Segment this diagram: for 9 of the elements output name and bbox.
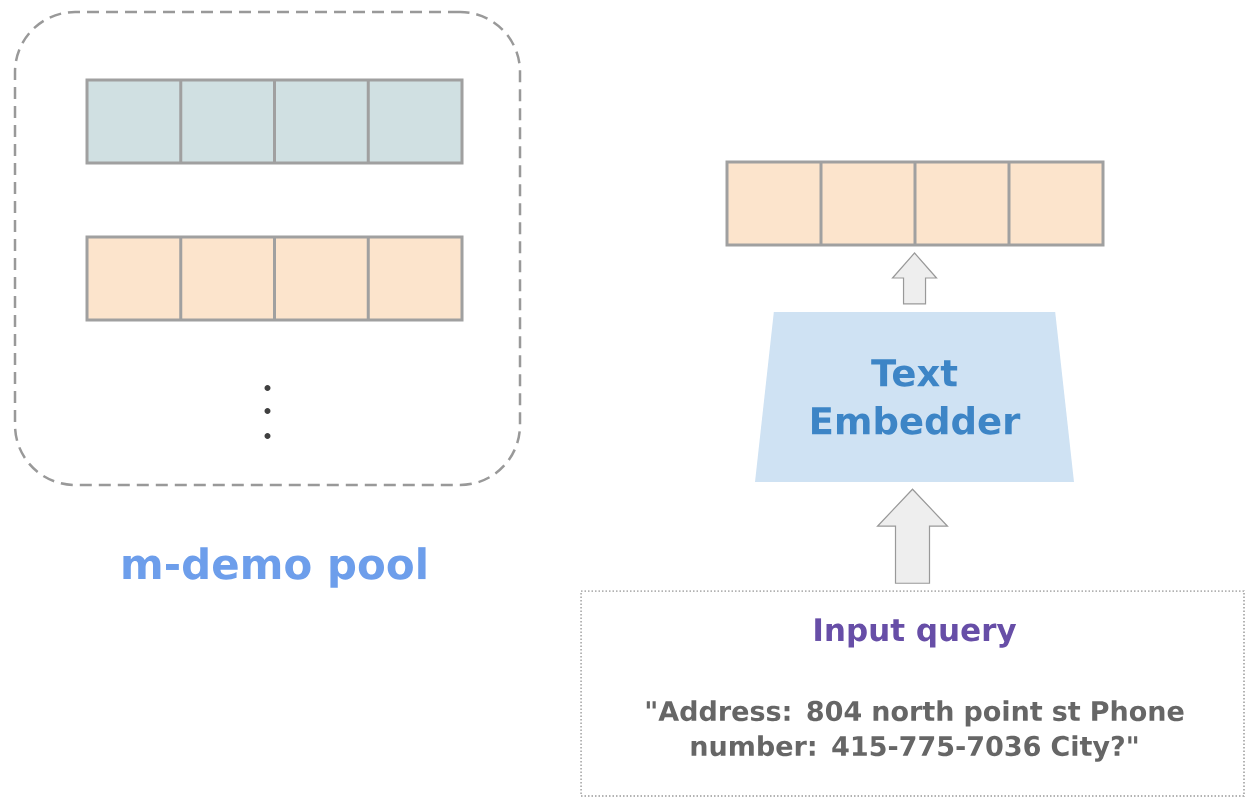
- pool-title: m-demo pool: [123, 547, 426, 588]
- vector-bar: [725, 160, 1105, 247]
- embedder-trapezoid: Text Embedder: [755, 312, 1074, 482]
- query-text: "Address: 804 north point st Phone number: 415-775-7036 City?": [646, 700, 1184, 762]
- block-arrow: [891, 252, 938, 305]
- block-arrow: [876, 488, 949, 584]
- vector-bar: [85, 78, 464, 165]
- vector-bar: [85, 235, 464, 322]
- query-heading: Input query: [815, 618, 1017, 648]
